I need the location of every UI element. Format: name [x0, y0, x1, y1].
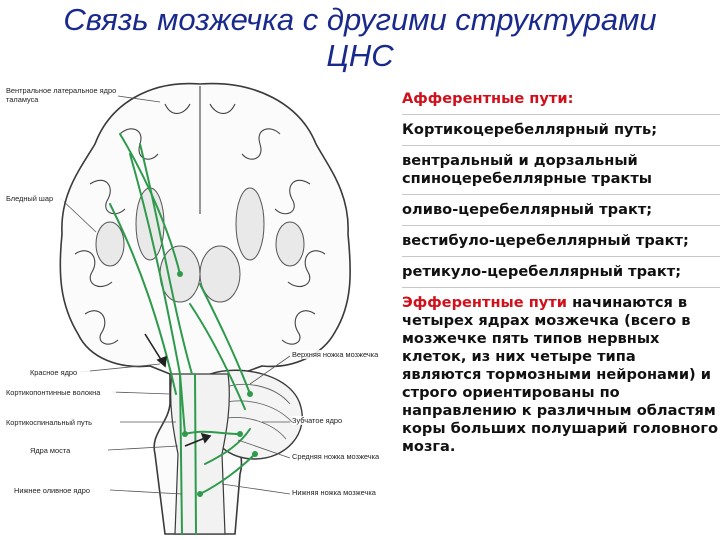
pathway-lower-peduncle [199, 453, 256, 495]
divider [402, 114, 720, 115]
brain-diagram: Вентральное латеральное ядро таламуса Бл… [0, 74, 398, 536]
label-dentate: Зубчатое ядро [292, 416, 372, 425]
label-red-nucleus: Красное ядро [30, 368, 90, 377]
pathway-corticospinal [179, 373, 183, 535]
text-panel: Афферентные пути: Кортикоцеребеллярный п… [402, 90, 720, 456]
divider [402, 194, 720, 195]
label-globus-pallidus: Бледный шар [6, 194, 64, 203]
afferent-item-4: вестибуло-церебеллярный тракт; [402, 232, 689, 249]
brain-illustration [59, 82, 351, 535]
label-upper-peduncle: Верхняя ножка мозжечка [292, 350, 392, 359]
pathway-thalamocortical [119, 133, 181, 275]
label-thalamus: Вентральное латеральное ядро таламуса [6, 86, 118, 104]
brainstem [170, 373, 230, 535]
afferent-item-3: оливо-церебеллярный тракт; [402, 201, 653, 218]
right-thalamus [199, 245, 241, 303]
afferent-item-1: Кортикоцеребеллярный путь; [402, 121, 658, 138]
divider [402, 225, 720, 226]
globus-pallidus [95, 221, 125, 267]
left-ventricle [135, 187, 165, 261]
efferent-heading: Эфферентные пути [402, 294, 567, 311]
pathway-upper-peduncle [199, 283, 251, 395]
label-corticopontine: Кортикопонтинные волокна [6, 388, 116, 397]
pathway-middle-peduncle [184, 430, 241, 435]
divider [402, 145, 720, 146]
slide-title: Связь мозжечка с другими структурами ЦНС [0, 2, 720, 74]
cerebellum [209, 369, 303, 460]
label-corticospinal: Кортикоспинальный путь [6, 418, 120, 427]
label-pons-nuclei: Ядра моста [30, 446, 100, 455]
afferent-heading: Афферентные пути: [402, 90, 574, 107]
cerebrum-outline [59, 82, 351, 535]
divider [402, 256, 720, 257]
label-lower-peduncle: Нижняя ножка мозжечка [292, 488, 392, 497]
right-ventricle [235, 187, 265, 261]
label-middle-peduncle: Средняя ножка мозжечка [292, 452, 392, 461]
title-line-2: ЦНС [326, 38, 394, 73]
title-line-1: Связь мозжечка с другими структурами [63, 2, 657, 37]
efferent-body: начинаются в четырех ядрах мозжечка (все… [402, 294, 719, 455]
divider [402, 287, 720, 288]
afferent-item-2: вентральный и дорзальный спиноцеребелляр… [402, 152, 652, 187]
afferent-item-5: ретикуло-церебеллярный тракт; [402, 263, 682, 280]
pathway-corticopontine [129, 153, 186, 435]
label-olive: Нижнее оливное ядро [14, 486, 110, 495]
efferent-paragraph: Эфферентные пути начинаются в четырех яд… [402, 294, 720, 456]
